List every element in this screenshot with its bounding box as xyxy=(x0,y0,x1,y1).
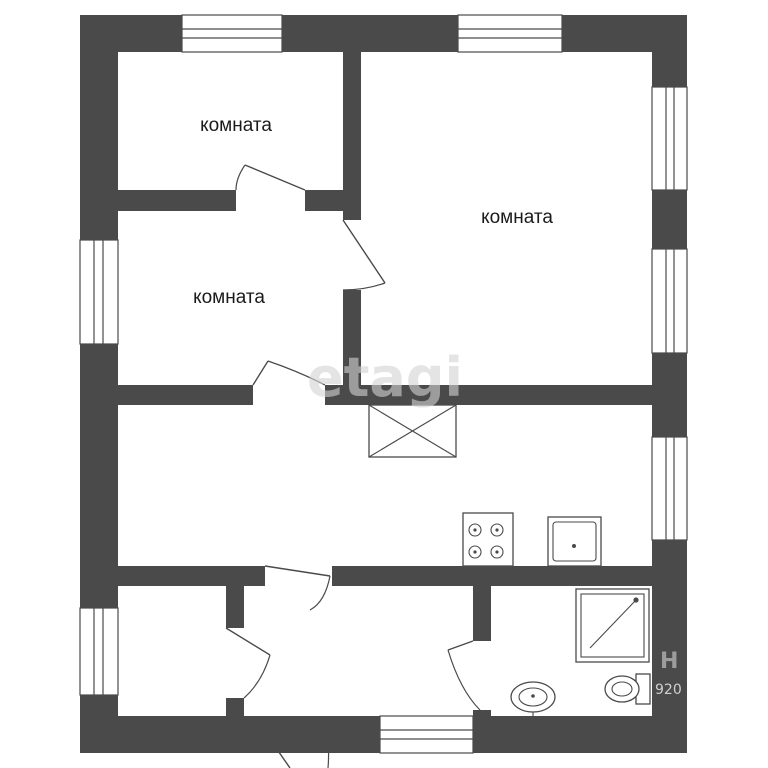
room-label-top-left: комната xyxy=(200,115,272,136)
washbasin-icon xyxy=(510,681,556,716)
vent-shaft-icon xyxy=(368,404,457,458)
toilet-icon xyxy=(604,673,651,705)
door-kitchen-hall xyxy=(264,565,331,611)
wall-kitchen-top-a xyxy=(118,385,253,405)
window-right-1 xyxy=(651,86,688,191)
window-right-2 xyxy=(651,248,688,354)
window-right-3 xyxy=(651,436,688,541)
room-label-middle-left: комната xyxy=(193,287,265,308)
door-bathroom xyxy=(447,640,481,711)
door-small-room xyxy=(225,627,271,699)
wall-bath-vertical-upper xyxy=(473,586,491,641)
windows xyxy=(79,14,688,754)
wall-kitchen-top-b xyxy=(325,385,652,405)
window-left-1 xyxy=(79,239,119,345)
wall-smallroom-vertical-lower xyxy=(226,698,244,716)
wall-center-vertical-lower xyxy=(343,290,361,405)
door-big-room xyxy=(342,219,386,291)
door-entrance xyxy=(259,715,330,768)
outer-wall-top xyxy=(80,15,687,52)
wall-topleft-bottom-a xyxy=(118,190,236,211)
wall-smallroom-vertical-upper xyxy=(226,586,244,628)
doors xyxy=(225,164,481,768)
room-label-big-room: комната xyxy=(481,207,553,228)
watermark-brand: etagi xyxy=(307,346,463,409)
wall-kitchen-bottom-b xyxy=(332,566,652,586)
watermark-edge-letter: H xyxy=(660,649,678,674)
window-top-right xyxy=(457,14,563,53)
window-bottom xyxy=(379,715,474,754)
wall-kitchen-bottom-a xyxy=(118,566,265,586)
watermark-edge-code: 920 xyxy=(655,682,682,698)
door-middle-room xyxy=(252,360,326,386)
shower-icon xyxy=(575,588,650,663)
sink-icon xyxy=(547,516,602,567)
wall-bath-vertical-lower xyxy=(473,710,491,716)
door-topleft-room xyxy=(235,164,306,191)
wall-center-vertical-upper xyxy=(343,52,361,220)
window-left-2 xyxy=(79,607,119,696)
window-top-left xyxy=(181,14,283,53)
stove-icon xyxy=(462,512,514,567)
